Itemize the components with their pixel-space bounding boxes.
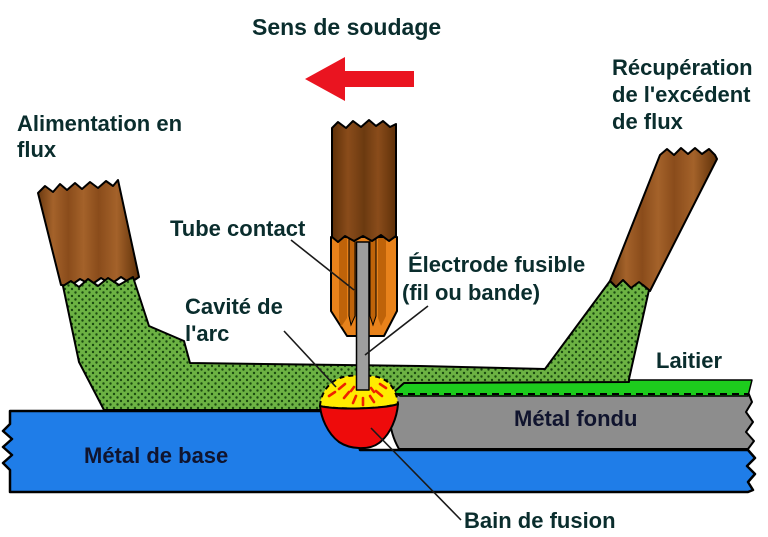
flux-recovery-label-line3: de flux bbox=[612, 109, 684, 134]
flux-supply-label-line1: Alimentation en bbox=[17, 111, 182, 136]
electrode-label-line1: Électrode fusible bbox=[408, 252, 585, 277]
weld-pool-pointer-line bbox=[370, 427, 462, 521]
base-metal-label: Métal de base bbox=[84, 443, 228, 468]
slag-label: Laitier bbox=[656, 348, 722, 373]
weld-pool-label: Bain de fusion bbox=[464, 508, 616, 533]
contact-tube-stripe-left bbox=[339, 238, 347, 327]
flux-supply-label-line2: flux bbox=[17, 137, 57, 162]
arc-cavity-label-line2: l'arc bbox=[185, 321, 229, 346]
direction-arrow-left-icon bbox=[305, 57, 414, 101]
contact-tube-stripe-right bbox=[378, 238, 386, 326]
flux-blanket bbox=[62, 276, 650, 411]
flux-recovery-label-line2: de l'excédent bbox=[612, 82, 751, 107]
welding-direction-label: Sens de soudage bbox=[252, 14, 441, 40]
weld-pool-shape bbox=[319, 403, 399, 450]
flux-supply-tube bbox=[37, 179, 140, 287]
contact-tube-jaw-right bbox=[369, 237, 377, 327]
contact-tube-jaw-left bbox=[348, 237, 356, 327]
flux-recovery-tube bbox=[609, 147, 718, 293]
electrode-label-line2: (fil ou bande) bbox=[402, 280, 540, 305]
arc-cavity-pointer-line bbox=[283, 330, 337, 388]
arc-spark-dashes bbox=[327, 382, 388, 407]
molten-metal-label: Métal fondu bbox=[514, 406, 637, 431]
arc-cavity-label-line1: Cavité de bbox=[185, 294, 283, 319]
electrode-wire bbox=[355, 241, 370, 391]
contact-tube-label: Tube contact bbox=[170, 216, 306, 241]
flux-recovery-label-line1: Récupération bbox=[612, 55, 753, 80]
contact-tube-pointer-line bbox=[290, 239, 355, 291]
electrode-pointer-line bbox=[364, 305, 429, 356]
torch-upper-tube bbox=[331, 119, 397, 243]
